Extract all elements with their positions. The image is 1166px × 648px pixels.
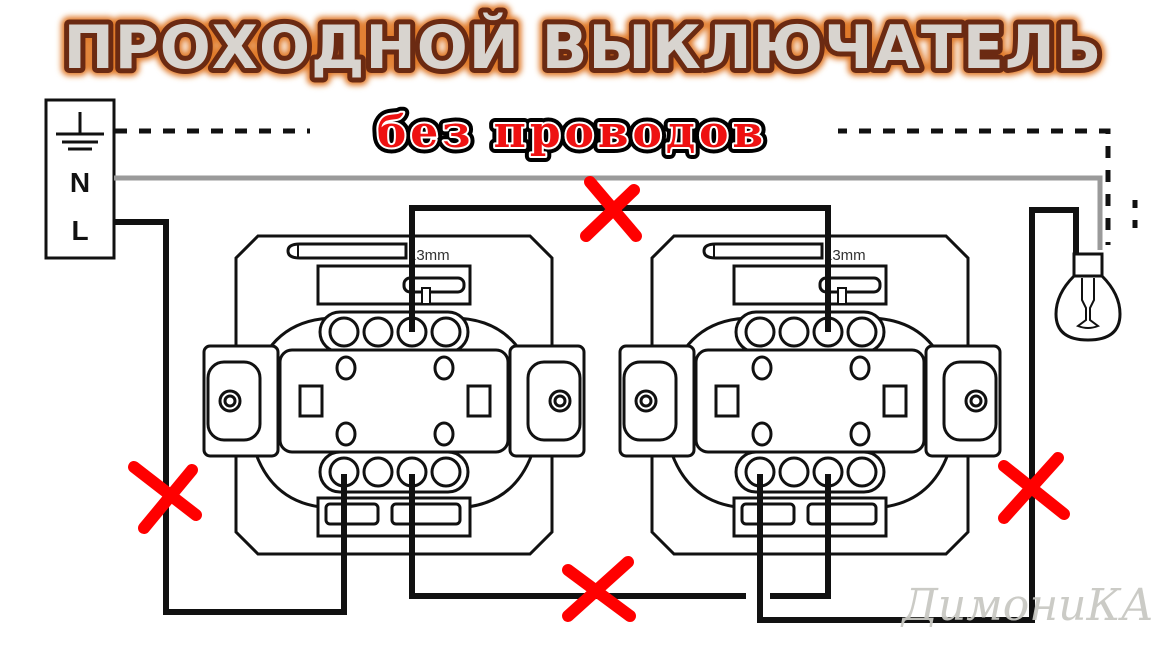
cross-icon — [562, 556, 636, 622]
ground-icon — [56, 112, 104, 151]
switch-left: 13mm — [202, 234, 586, 556]
light-bulb-icon — [1054, 252, 1122, 342]
watermark: ДимониКА — [900, 580, 1154, 631]
title-group: ПРОХОДНОЙ ВЫКЛЮЧАТЕЛЬ ПРОХОДНОЙ ВЫКЛЮЧАТ… — [56, 3, 1110, 91]
dimension-label: 13mm — [408, 247, 450, 264]
switch-right: 13mm — [618, 234, 1002, 556]
line-label: L — [71, 215, 88, 246]
subtitle-inner-outline: без проводов — [377, 107, 767, 158]
neutral-wire — [114, 175, 1103, 250]
title-glow: ПРОХОДНОЙ ВЫКЛЮЧАТЕЛЬ — [64, 11, 1103, 83]
subtitle-outline: без проводов — [377, 107, 767, 158]
subtitle-group: без проводов без проводов без проводов — [310, 100, 838, 164]
neutral-label: N — [70, 167, 90, 198]
cross-icon — [998, 452, 1070, 524]
page-subtitle: без проводов — [377, 107, 767, 158]
ground-wire — [115, 128, 1138, 245]
cross-icon — [580, 176, 642, 242]
dimension-label: 13mm — [824, 247, 866, 264]
red-crosses — [128, 176, 1070, 622]
title-outline: ПРОХОДНОЙ ВЫКЛЮЧАТЕЛЬ — [64, 11, 1103, 83]
cross-icon — [128, 461, 202, 534]
phase-wires — [114, 205, 1079, 623]
page-title: ПРОХОДНОЙ ВЫКЛЮЧАТЕЛЬ — [64, 11, 1103, 83]
terminal-panel: N L — [44, 98, 116, 260]
